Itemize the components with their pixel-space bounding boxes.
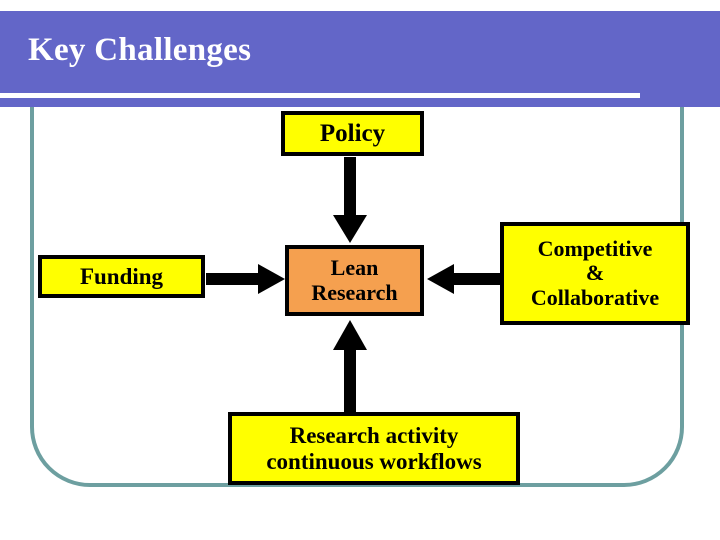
node-competitive-line-1: Competitive: [537, 235, 653, 261]
node-competitive-line-3: Collaborative: [530, 284, 660, 310]
slide-title: Key Challenges: [28, 32, 252, 68]
node-policy[interactable]: Policy: [281, 111, 424, 156]
header-band-mask: [0, 11, 720, 107]
node-lean-research-line-2: Research: [311, 279, 398, 305]
node-research-activity-line-1: Research activity: [289, 422, 459, 448]
arrow-right-icon-funding-to-lean: [206, 262, 286, 296]
node-research-activity-line-2: continuous workflows: [266, 448, 482, 474]
header-divider-rule: [0, 93, 640, 98]
arrow-down-icon-policy-to-lean: [330, 157, 370, 245]
node-funding[interactable]: Funding: [38, 255, 205, 298]
node-competitive-collaborative-label: Competitive & Collaborative: [530, 235, 660, 311]
node-research-activity-label: Research activity continuous workflows: [266, 423, 481, 475]
node-lean-research[interactable]: Lean Research: [285, 245, 424, 316]
node-policy-label: Policy: [319, 119, 386, 147]
node-competitive-collaborative[interactable]: Competitive & Collaborative: [500, 222, 690, 325]
arrow-up-icon-workflows-to-lean: [330, 318, 370, 414]
node-lean-research-label: Lean Research: [311, 254, 398, 305]
node-competitive-line-2: &: [585, 260, 605, 286]
arrow-left-icon-competitive-to-lean: [426, 262, 502, 296]
node-research-activity[interactable]: Research activity continuous workflows: [228, 412, 520, 485]
node-lean-research-line-1: Lean: [330, 254, 379, 280]
node-funding-label: Funding: [79, 263, 164, 289]
